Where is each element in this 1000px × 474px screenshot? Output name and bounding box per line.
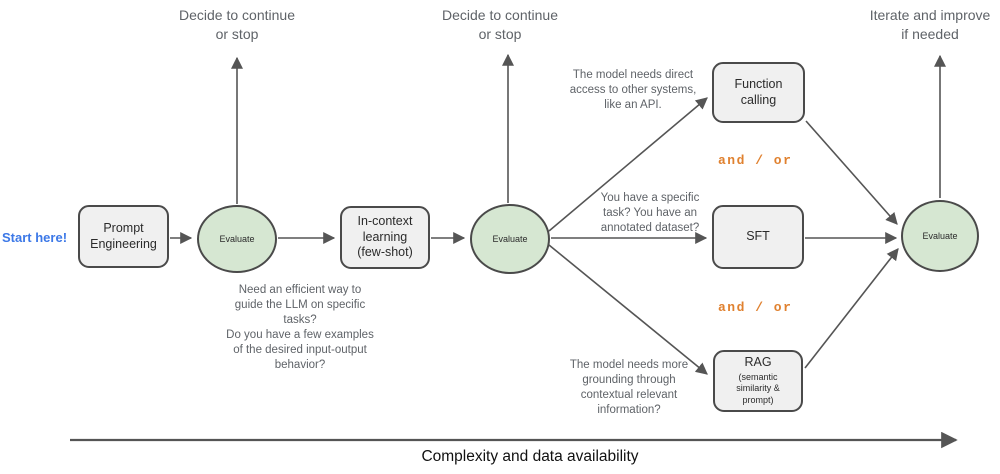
and-or-label-top: and / or	[718, 153, 793, 168]
and-or-label-bottom: and / or	[718, 300, 793, 315]
node-sft-label: SFT	[746, 229, 770, 244]
node-evaluate-3: Evaluate	[901, 200, 979, 272]
node-prompt-engineering-label: Prompt Engineering	[90, 220, 157, 251]
node-evaluate-2: Evaluate	[470, 204, 550, 274]
start-here-label: Start here!	[2, 230, 68, 245]
node-in-context-learning: In-context learning (few-shot)	[340, 206, 430, 269]
annotation-efficient-way: Need an efficient way to guide the LLM o…	[226, 284, 374, 371]
node-evaluate-3-label: Evaluate	[922, 231, 958, 241]
iterate-improve-label: Iterate and improve if needed	[869, 7, 991, 42]
node-evaluate-1-label: Evaluate	[219, 234, 255, 244]
node-function-calling-label: Function calling	[734, 76, 783, 107]
decide-continue-label-2: Decide to continue or stop	[442, 7, 558, 42]
connector-function-calling-to-evaluate3	[805, 120, 898, 225]
annotation-specific-task: You have a specific task? You have an an…	[600, 192, 700, 234]
annotation-direct-access: The model needs direct access to other s…	[569, 69, 697, 111]
node-rag-label: RAG	[744, 355, 772, 370]
node-prompt-engineering: Prompt Engineering	[78, 205, 169, 268]
node-sft: SFT	[712, 205, 804, 269]
node-function-calling: Function calling	[712, 62, 805, 123]
connector-evaluate2-to-function-calling	[548, 97, 708, 232]
connector-rag-to-evaluate3	[804, 248, 899, 369]
node-rag: RAG (semantic similarity & prompt)	[713, 350, 803, 412]
node-rag-sublabel: (semantic similarity & prompt)	[736, 371, 780, 406]
node-evaluate-2-label: Evaluate	[492, 234, 528, 244]
connector-evaluate2-to-rag	[548, 244, 708, 375]
annotation-more-grounding: The model needs more grounding through c…	[569, 359, 689, 416]
node-in-context-learning-label: In-context learning (few-shot)	[357, 214, 413, 260]
decide-continue-label-1: Decide to continue or stop	[179, 7, 295, 42]
complexity-axis-label: Complexity and data availability	[421, 448, 639, 465]
node-evaluate-1: Evaluate	[197, 205, 277, 273]
